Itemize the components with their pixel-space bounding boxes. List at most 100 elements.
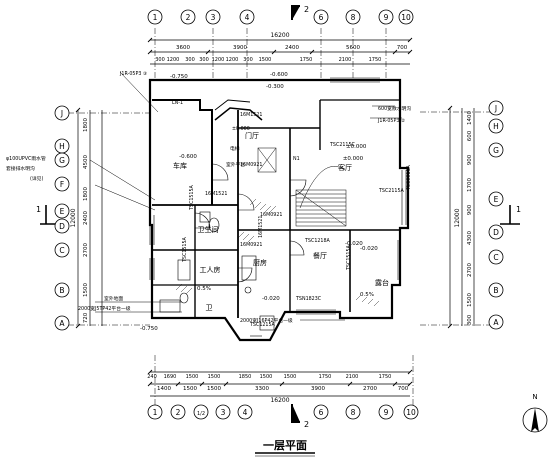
grid-bubble-top-2: 3 <box>205 9 221 25</box>
grid-bubble-right-0: J <box>488 100 504 116</box>
dim-right-seg: 1700 <box>467 178 473 192</box>
window-tag: TSC1515A <box>189 184 195 211</box>
window-tag: 16M1521 <box>240 112 262 118</box>
dim-bottom-seg: 1500 <box>207 386 221 392</box>
grid-bubble-right-5: C <box>488 249 504 265</box>
level-mark: -0.600 <box>270 72 288 78</box>
dim-bottom-detail: 1500 <box>208 374 221 380</box>
grid-bubble-bottom-2-circle <box>193 404 209 420</box>
window-tag: TSC1215A <box>249 322 276 328</box>
grid-bubble-right-0-circle <box>488 100 504 116</box>
grid-bubble-left-8-label: A <box>59 319 65 328</box>
room-name: 厨房 <box>253 258 267 267</box>
level-mark: -0.020 <box>360 246 378 252</box>
dim-top-detail: 300 <box>185 57 195 63</box>
grid-bubble-left-1: H <box>54 138 70 154</box>
grid-bubble-left-2-circle <box>54 152 70 168</box>
grid-bubble-bottom-0-label: 1 <box>153 408 158 417</box>
window-tag: 16M0921 <box>240 242 262 248</box>
grid-bubble-top-5-label: 8 <box>351 13 356 22</box>
grid-bubble-left-7-label: B <box>59 286 64 295</box>
room-name: 露台 <box>375 278 389 287</box>
grid-bubble-bottom-4-circle <box>237 404 253 420</box>
grid-bubble-left-5-circle <box>54 218 70 234</box>
grid-bubble-bottom-6-label: 8 <box>351 408 356 417</box>
grid-bubble-bottom-0-circle <box>147 404 163 420</box>
grid-bubble-top-0-circle <box>147 9 163 25</box>
walls <box>148 78 410 342</box>
annotation-note: LN-1 <box>172 100 183 106</box>
title-underline <box>255 452 315 457</box>
room-level: ±0.000 <box>343 156 364 162</box>
grid-bubble-left-1-label: H <box>59 142 65 151</box>
grid-bubble-right-6: B <box>488 282 504 298</box>
dim-top-seg: 3900 <box>233 45 247 51</box>
dim-top-detail: 300 <box>243 57 253 63</box>
dim-top-seg: 5600 <box>346 45 360 51</box>
level-mark: 0.5% <box>360 292 374 298</box>
grid-bubble-right-1: H <box>488 118 504 134</box>
dim-bottom-detail: 1750 <box>319 374 332 380</box>
grid-bubble-bottom-8: 10 <box>403 404 419 420</box>
grid-bubble-right-5-label: C <box>493 253 498 262</box>
dim-right-seg: 1500 <box>467 293 473 307</box>
level-mark: -0.020 <box>262 296 280 302</box>
grid-lines <box>68 28 495 408</box>
grid-bubble-bottom-8-circle <box>403 404 419 420</box>
dim-bottom-total: 16200 <box>270 397 289 404</box>
annotation-note: 电梯 <box>230 145 240 152</box>
grid-bubble-right-7: A <box>488 314 504 330</box>
room-name: 卫生间 <box>198 225 219 234</box>
leader-lines <box>89 71 402 321</box>
dim-bottom-seg: 2700 <box>363 386 377 392</box>
grid-bubble-top-7-label: 10 <box>401 13 411 22</box>
grid-bubble-bottom-5-label: 6 <box>319 408 324 417</box>
grid-bubble-left-3: F <box>54 176 70 192</box>
grid-bubble-bottom-5-circle <box>313 404 329 420</box>
grid-bubble-top-7-circle <box>398 9 414 25</box>
grid-bubble-left-8-circle <box>54 315 70 331</box>
section-side-left: 1 <box>36 205 41 214</box>
dim-top-detail: 1500 <box>259 57 272 63</box>
grid-bubble-right-4-label: D <box>493 228 499 237</box>
dim-left-seg: 1800 <box>83 187 89 201</box>
grid-bubble-right-2-label: G <box>493 146 499 155</box>
grid-bubble-bottom-1-circle <box>170 404 186 420</box>
dim-bottom-detail: 240 <box>147 374 157 380</box>
dim-bottom-seg: 1500 <box>183 386 197 392</box>
drawing-title: 一层平面 <box>263 439 307 452</box>
grid-bubble-bottom-4: 4 <box>237 404 253 420</box>
window-tag: 16M1521 <box>258 216 264 238</box>
grid-bubble-left-3-circle <box>54 176 70 192</box>
level-mark: -0.020 <box>345 241 363 247</box>
dim-bottom-seg: 3900 <box>311 386 325 392</box>
section-side-right: 1 <box>516 205 521 214</box>
room-name: 卫 <box>206 304 213 312</box>
annotation-note: (详见) <box>30 175 43 182</box>
grid-bubble-top-3-label: 4 <box>245 13 250 22</box>
grid-bubble-right-4-circle <box>488 224 504 240</box>
grid-bubble-left-0-label: J <box>60 109 63 118</box>
grid-bubble-left-2: G <box>54 152 70 168</box>
grid-bubble-left-7-circle <box>54 282 70 298</box>
grid-bubble-left-7: B <box>54 282 70 298</box>
grid-bubble-top-0-label: 1 <box>153 13 158 22</box>
grid-bubble-right-3: E <box>488 191 504 207</box>
annotation-note: J1R-05P3 ② <box>377 118 405 124</box>
room-name: 客厅 <box>338 163 352 172</box>
annotation-text: -0.750-0.600-0.300-0.750±0.000-0.020-0.0… <box>6 71 412 332</box>
grid-bubble-right-6-label: B <box>493 286 498 295</box>
grid-bubble-left-3-label: F <box>60 180 64 189</box>
dim-top-total: 16200 <box>270 32 289 39</box>
windows <box>149 77 407 337</box>
grid-bubble-bottom-2-label: 1/2 <box>197 411 205 417</box>
level-mark: -0.300 <box>266 84 284 90</box>
grid-bubble-top-2-circle <box>205 9 221 25</box>
dimension-ticks <box>75 37 453 387</box>
grid-bubble-top-6-circle <box>378 9 394 25</box>
dimension-lines <box>77 39 475 397</box>
grid-bubble-left-0: J <box>54 105 70 121</box>
grid-bubble-right-7-label: A <box>493 318 499 327</box>
